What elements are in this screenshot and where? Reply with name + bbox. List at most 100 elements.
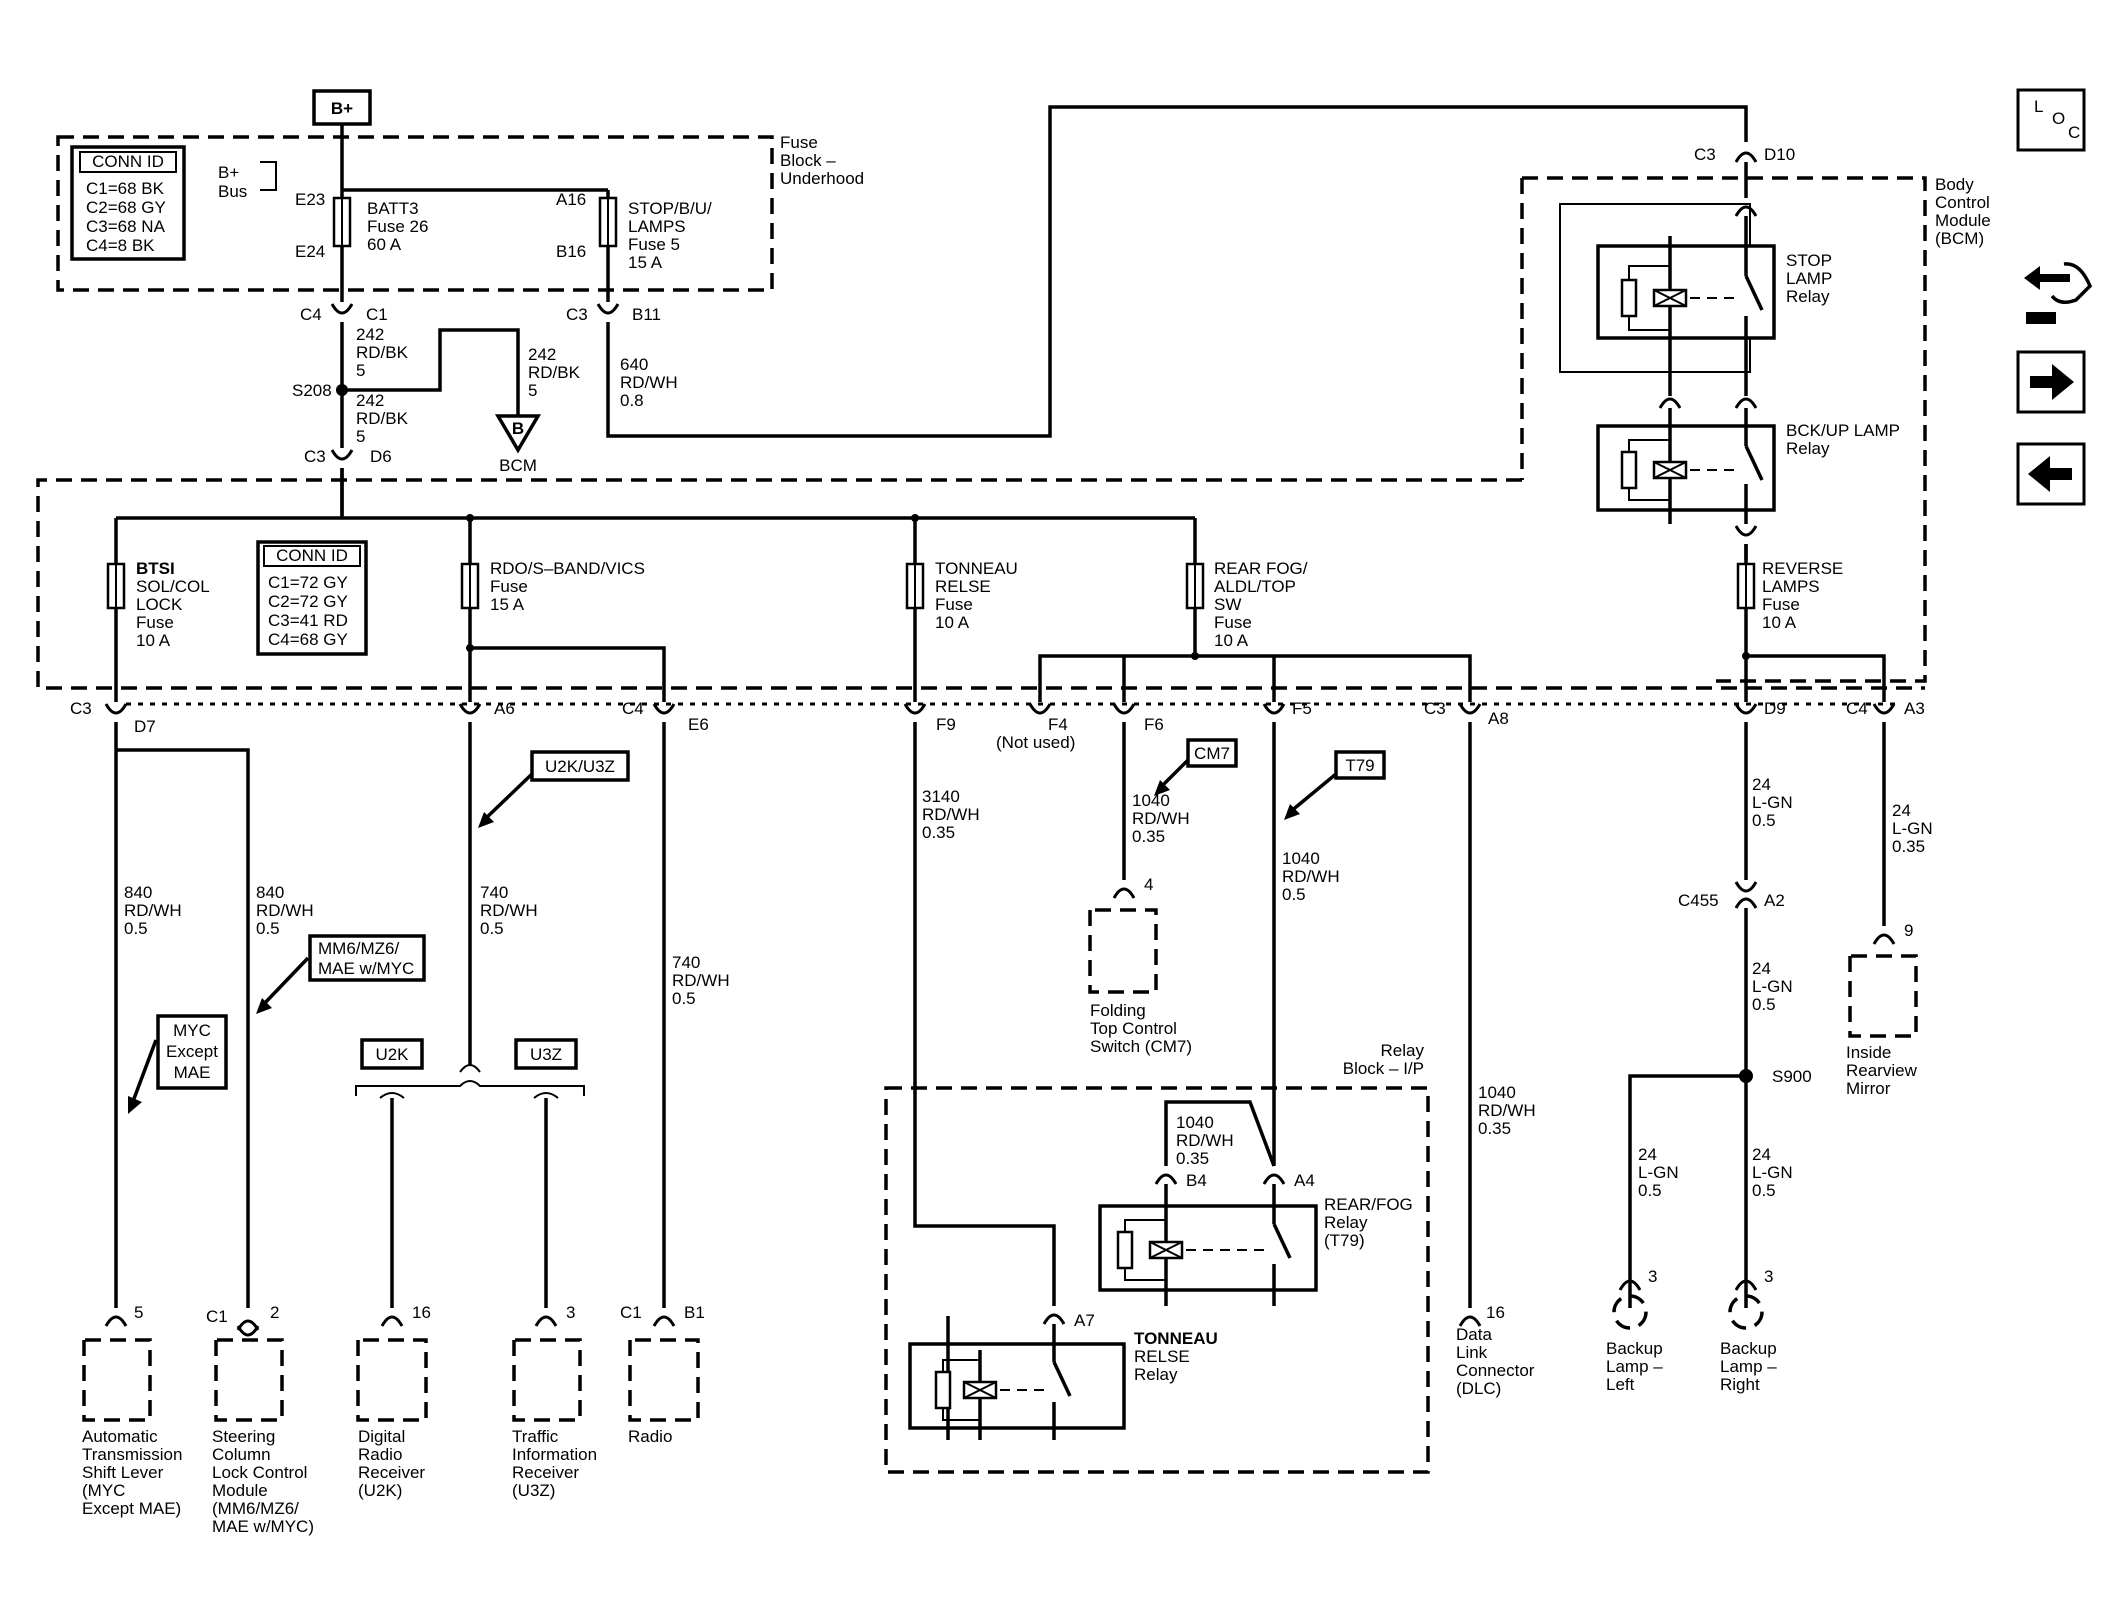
svg-text:B4: B4	[1186, 1171, 1207, 1190]
svg-text:L-GN: L-GN	[1752, 793, 1793, 812]
svg-text:0.5: 0.5	[1752, 1181, 1776, 1200]
svg-text:Fuse: Fuse	[1762, 595, 1800, 614]
svg-text:Backup: Backup	[1720, 1339, 1777, 1358]
svg-text:BCM: BCM	[499, 456, 537, 475]
svg-text:(U3Z): (U3Z)	[512, 1481, 555, 1500]
component-steering-column-lock-control-module: C1 2 Steering Column Lock Control Module…	[206, 1303, 314, 1536]
svg-text:C3=41 RD: C3=41 RD	[268, 611, 348, 630]
ip-connectors: C3 D7 A6 C4 E6 F9 F4 (Not used) F6 F5 C3…	[70, 699, 1925, 752]
back-arrow-button[interactable]	[2016, 442, 2086, 506]
svg-text:242: 242	[356, 325, 384, 344]
component-data-link-connector: 16 Data Link Connector (DLC)	[1456, 1303, 1535, 1398]
svg-text:B11: B11	[632, 305, 661, 324]
svg-text:SW: SW	[1214, 595, 1241, 614]
svg-text:0.35: 0.35	[922, 823, 955, 842]
svg-text:O: O	[2052, 109, 2065, 128]
svg-text:Except: Except	[166, 1042, 218, 1061]
svg-text:A4: A4	[1294, 1171, 1315, 1190]
bcm-title: Body Control Module (BCM)	[1935, 175, 1991, 248]
svg-text:C4=68 GY: C4=68 GY	[268, 630, 348, 649]
svg-text:3: 3	[566, 1303, 575, 1322]
svg-text:D6: D6	[370, 447, 392, 466]
component-folding-top-control-switch: 4 Folding Top Control Switch (CM7)	[1088, 875, 1192, 1056]
svg-text:Fuse 26: Fuse 26	[367, 217, 428, 236]
svg-text:24: 24	[1892, 801, 1911, 820]
svg-text:Right: Right	[1720, 1375, 1760, 1394]
svg-text:L: L	[2034, 97, 2043, 116]
svg-text:Radio: Radio	[628, 1427, 672, 1446]
svg-text:Fuse: Fuse	[935, 595, 973, 614]
svg-text:E24: E24	[295, 242, 325, 261]
svg-text:Folding: Folding	[1090, 1001, 1146, 1020]
option-u2k-u3z: U2K/U3Z	[478, 750, 630, 828]
svg-text:16: 16	[412, 1303, 431, 1322]
svg-text:24: 24	[1638, 1145, 1657, 1164]
forward-arrow-button[interactable]	[2016, 350, 2086, 414]
svg-text:740: 740	[480, 883, 508, 902]
svg-text:F4: F4	[1048, 715, 1068, 734]
ip-fuse-block-outline	[36, 478, 1925, 690]
relay-stop-lamp: STOP LAMP Relay	[1596, 205, 1832, 372]
fuse-btsi: BTSI SOL/COL LOCK Fuse 10 A	[106, 518, 210, 702]
svg-text:5: 5	[528, 381, 537, 400]
svg-text:Link: Link	[1456, 1343, 1488, 1362]
fuse-tonneau-relse: TONNEAU RELSE Fuse 10 A	[905, 518, 1018, 702]
loc-icon[interactable]: L O C	[2016, 88, 2086, 152]
svg-text:Relay: Relay	[1381, 1041, 1425, 1060]
svg-text:A7: A7	[1074, 1311, 1095, 1330]
svg-text:C2=72 GY: C2=72 GY	[268, 592, 348, 611]
wire-740-a: 740 RD/WH 0.5	[480, 883, 538, 938]
svg-text:Receiver: Receiver	[512, 1463, 579, 1482]
svg-text:Block –: Block –	[780, 151, 836, 170]
svg-text:Body: Body	[1935, 175, 1974, 194]
svg-text:C: C	[2068, 123, 2080, 142]
wire-640: 640 RD/WH 0.8	[620, 355, 678, 410]
relay-block-ip-outline	[884, 1086, 1430, 1474]
svg-text:C455: C455	[1678, 891, 1719, 910]
svg-text:RD/WH: RD/WH	[672, 971, 730, 990]
svg-text:5: 5	[134, 1303, 143, 1322]
svg-text:C1: C1	[620, 1303, 642, 1322]
svg-text:D10: D10	[1764, 145, 1795, 164]
component-backup-lamp-right: 3 Backup Lamp – Right	[1720, 1267, 1777, 1394]
svg-text:(BCM): (BCM)	[1935, 229, 1984, 248]
relay-block-title: Relay Block – I/P	[1343, 1041, 1425, 1078]
svg-text:840: 840	[124, 883, 152, 902]
svg-text:RD/WH: RD/WH	[1132, 809, 1190, 828]
svg-text:Fuse: Fuse	[1214, 613, 1252, 632]
svg-text:Fuse: Fuse	[136, 613, 174, 632]
svg-text:Fuse: Fuse	[490, 577, 528, 596]
svg-text:STOP/B/U/: STOP/B/U/	[628, 199, 712, 218]
svg-text:16: 16	[1486, 1303, 1505, 1322]
connector-tool-icon[interactable]	[2024, 262, 2093, 324]
svg-text:E6: E6	[688, 715, 709, 734]
svg-text:Data: Data	[1456, 1325, 1492, 1344]
svg-text:RDO/S–BAND/VICS: RDO/S–BAND/VICS	[490, 559, 645, 578]
svg-text:L-GN: L-GN	[1752, 1163, 1793, 1182]
svg-text:RD/BK: RD/BK	[528, 363, 581, 382]
svg-text:RD/WH: RD/WH	[1176, 1131, 1234, 1150]
svg-text:Connector: Connector	[1456, 1361, 1535, 1380]
svg-text:RD/WH: RD/WH	[922, 805, 980, 824]
option-u3z: U3Z	[514, 1038, 578, 1070]
bplus-bus: B+ Bus	[218, 161, 277, 201]
svg-text:1040: 1040	[1282, 849, 1320, 868]
wire-24-d: 24 L-GN 0.5	[1752, 1145, 1793, 1200]
svg-text:BATT3: BATT3	[367, 199, 419, 218]
svg-text:Left: Left	[1606, 1375, 1635, 1394]
svg-text:C3: C3	[566, 305, 588, 324]
svg-text:0.5: 0.5	[1638, 1181, 1662, 1200]
svg-text:(T79): (T79)	[1324, 1231, 1365, 1250]
svg-text:24: 24	[1752, 1145, 1771, 1164]
svg-text:Column: Column	[212, 1445, 271, 1464]
svg-text:5: 5	[356, 427, 365, 446]
svg-text:Relay: Relay	[1786, 287, 1830, 306]
connector-c455: C455 A2	[1678, 881, 1785, 910]
svg-text:T79: T79	[1345, 756, 1374, 775]
svg-text:Switch (CM7): Switch (CM7)	[1090, 1037, 1192, 1056]
svg-text:0.35: 0.35	[1176, 1149, 1209, 1168]
svg-text:0.5: 0.5	[1282, 885, 1306, 904]
svg-text:(MYC: (MYC	[82, 1481, 125, 1500]
svg-text:LAMPS: LAMPS	[1762, 577, 1820, 596]
